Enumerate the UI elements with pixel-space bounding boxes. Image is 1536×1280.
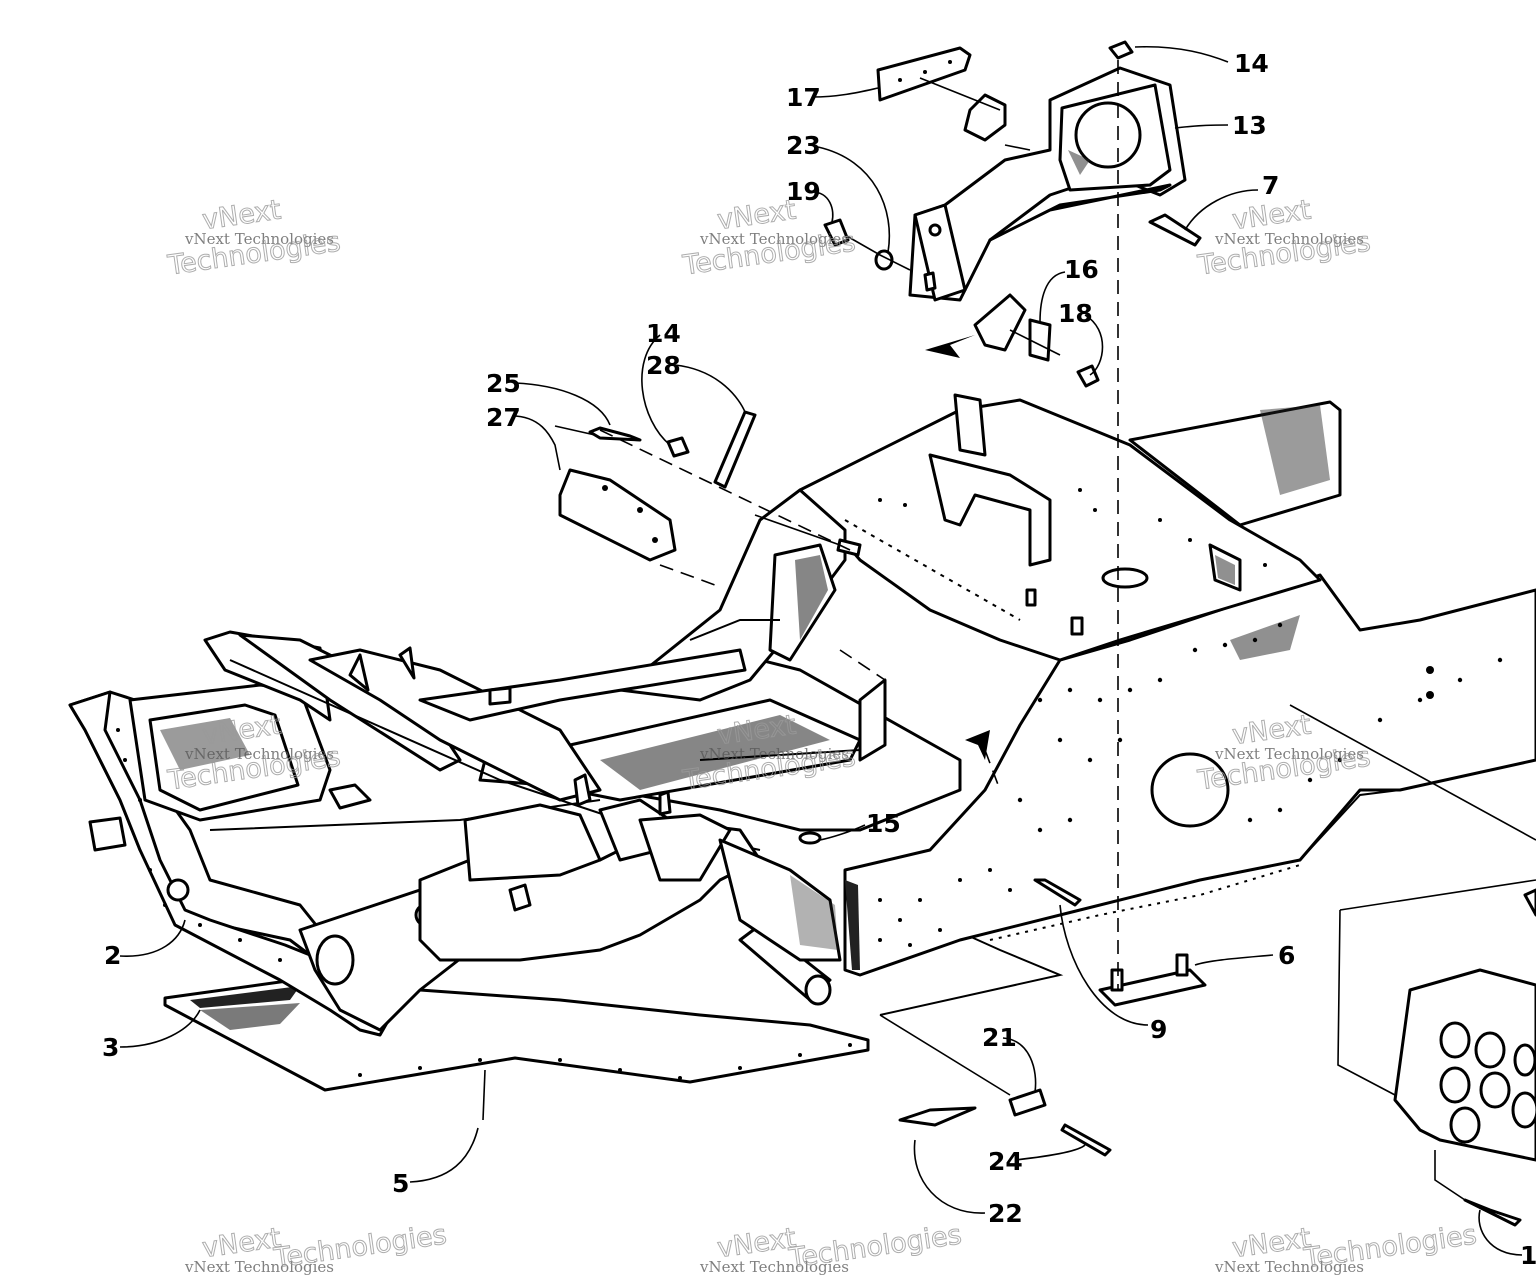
small-parts-bottom	[898, 878, 1207, 1157]
callout-9: 9	[1150, 1015, 1167, 1044]
callout-14-top: 14	[1234, 49, 1269, 78]
drive-tube	[718, 838, 842, 1006]
callout-15: 15	[866, 809, 901, 838]
svg-text:vNext Technologies: vNext Technologies	[184, 230, 334, 248]
svg-text:vNext Technologies: vNext Technologies	[1214, 230, 1364, 248]
callout-17: 17	[786, 83, 821, 112]
svg-text:Technologies: Technologies	[1301, 1219, 1478, 1274]
callout-24: 24	[988, 1147, 1023, 1176]
callout-3: 3	[102, 1033, 119, 1062]
callout-labels: 14 17 13 23 19 7 16 18 14 28 25 27 15 2 …	[102, 49, 1536, 1270]
svg-text:vNext Technologies: vNext Technologies	[1214, 745, 1364, 763]
callout-7: 7	[1262, 171, 1279, 200]
small-parts-top	[823, 40, 1202, 388]
assembly-lines	[482, 60, 1536, 1201]
direction-arrows	[925, 335, 990, 760]
center-beams	[308, 646, 762, 962]
svg-text:Technologies: Technologies	[271, 1219, 448, 1274]
callout-27: 27	[486, 403, 521, 432]
callout-13: 13	[1232, 111, 1267, 140]
tunnel-side-panel	[843, 573, 1536, 977]
bottom-pan	[163, 973, 870, 1092]
svg-text:vNext Technologies: vNext Technologies	[699, 230, 849, 248]
callout-5: 5	[392, 1169, 409, 1198]
svg-text:vNext Technologies: vNext Technologies	[1214, 1258, 1364, 1276]
tunnel-top	[798, 393, 1322, 662]
callout-16: 16	[1064, 255, 1099, 284]
svg-text:Technologies: Technologies	[786, 1219, 963, 1274]
svg-text:vNext Technologies: vNext Technologies	[699, 745, 849, 763]
small-parts-left	[558, 410, 1084, 636]
callout-22: 22	[988, 1199, 1023, 1228]
callout-6: 6	[1278, 941, 1295, 970]
callout-10: 10	[1520, 1241, 1536, 1270]
callout-18: 18	[1058, 299, 1093, 328]
svg-text:vNext Technologies: vNext Technologies	[184, 1258, 334, 1276]
callout-14-left: 14	[646, 319, 681, 348]
svg-text:vNext Technologies: vNext Technologies	[184, 745, 334, 763]
front-box-plates	[128, 630, 761, 851]
svg-text:vNext Technologies: vNext Technologies	[699, 1258, 849, 1276]
callout-23: 23	[786, 131, 821, 160]
callout-28: 28	[646, 351, 681, 380]
steering-support	[908, 66, 1187, 302]
callout-25: 25	[486, 369, 521, 398]
rear-side-wing	[1128, 400, 1342, 527]
rear-bulkhead	[1393, 888, 1536, 1227]
callout-leaders	[119, 45, 1523, 1256]
callout-21: 21	[982, 1023, 1017, 1052]
center-floor	[478, 653, 962, 845]
callout-19: 19	[786, 177, 821, 206]
callout-2: 2	[104, 941, 121, 970]
